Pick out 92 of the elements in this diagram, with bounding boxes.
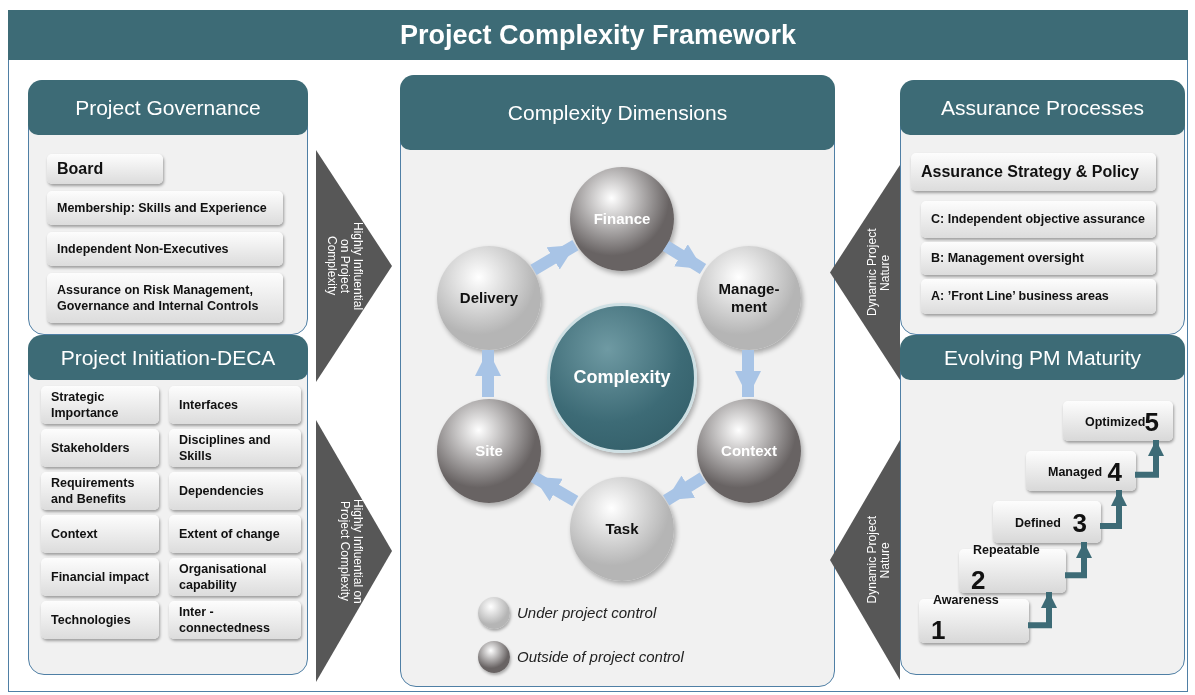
dimension-circle [697,399,801,503]
circle-label: Finance [592,210,652,228]
item-card [169,429,301,467]
step-number: 4 [1107,459,1122,485]
item-card [169,386,301,424]
legend-label: Under project control [517,604,657,621]
arrow [530,471,579,507]
step-label: Repeatable [973,543,1040,557]
item-label: Dependencies [179,482,264,500]
item-label: Requirements and Benefits [51,474,136,508]
rotated-label: Dynamic Project Nature [866,515,894,606]
item-card [921,201,1156,238]
item-card [169,515,301,553]
arrow [663,472,706,506]
panel [28,80,308,335]
item-card [47,191,283,225]
step-label: Managed [1048,465,1103,479]
circle-label: Context [720,442,778,460]
item-card [47,273,283,323]
panel-title: Project Governance [75,95,261,120]
panel-title: Assurance Processes [940,95,1145,120]
panel-title: Complexity Dimensions [507,100,728,125]
item-label: Financial impact [51,568,149,586]
item-label: Technologies [51,611,131,629]
item-card [41,429,159,467]
item-label: Assurance on Risk Management, Governance and Internal Controls [57,281,260,315]
item-label: Inter - connectedness [179,603,271,637]
item-label: Board [57,158,104,179]
item-label: B: Management oversight [931,250,1084,267]
item-card [47,154,163,184]
item-card [911,153,1156,191]
item-card [41,472,159,510]
step-card [993,501,1101,543]
arrow [1028,592,1057,629]
circle-label: Complexity [572,367,672,389]
arrow [475,350,501,397]
panel [900,80,1185,335]
item-label: Assurance Strategy & Policy [921,161,1139,182]
item-label: Disciplines and Skills [179,431,272,465]
item-label: A: ’Front Line’ business areas [931,288,1109,305]
arrow [1100,490,1127,530]
item-label: Stakeholders [51,439,130,457]
item-card [41,386,159,424]
panel [400,75,835,687]
item-card [47,232,283,266]
circle-label: Task [604,520,640,538]
arrow [1065,542,1092,579]
item-card [41,601,159,639]
arrow [1135,440,1164,478]
arrow [530,239,579,276]
item-card [169,472,301,510]
item-card [41,558,159,596]
title: Project Complexity Framework [8,10,1188,60]
item-label: Interfaces [179,396,239,414]
circle-label: Delivery [458,289,520,307]
rotated-label: Dynamic Project Nature [866,227,894,319]
item-label: Extent of change [179,525,280,543]
step-number: 2 [971,567,986,593]
panel [900,335,1185,675]
step-card [1063,401,1173,441]
rotated-label: Highly Influential on Project Complexity [323,220,364,313]
item-card [169,601,301,639]
arrow [735,350,761,397]
step-label: Optimized [1085,415,1146,429]
panel-title: Evolving PM Maturity [943,345,1142,370]
item-label: Independent Non-Executives [57,240,229,258]
item-card [41,515,159,553]
panel [28,335,308,675]
dimension-circle [570,167,674,271]
dimension-circle [570,477,674,581]
item-label: Organisational capability [179,560,268,594]
center-circle [547,303,697,453]
dimension-circle [697,246,801,350]
step-number: 1 [931,617,946,643]
step-card [1026,451,1136,491]
item-label: Strategic Importance [51,388,120,422]
item-label: Context [51,525,98,543]
item-card [921,279,1156,314]
step-number: 5 [1144,409,1159,435]
panel-title: Project Initiation-DECA [60,345,276,370]
circle-label: Site [474,442,504,460]
legend-label: Outside of project control [517,648,684,665]
step-label: Awareness [933,593,999,607]
step-label: Defined [1015,516,1061,530]
item-label: C: Independent objective assurance [931,211,1145,228]
item-label: Membership: Skills and Experience [57,199,267,217]
circle-label: Manage- ment [717,280,781,316]
arrow [662,240,707,275]
step-number: 3 [1072,510,1087,536]
rotated-label: Highly Influential on Project Complexity [336,497,364,606]
item-card [921,242,1156,275]
item-card [169,558,301,596]
